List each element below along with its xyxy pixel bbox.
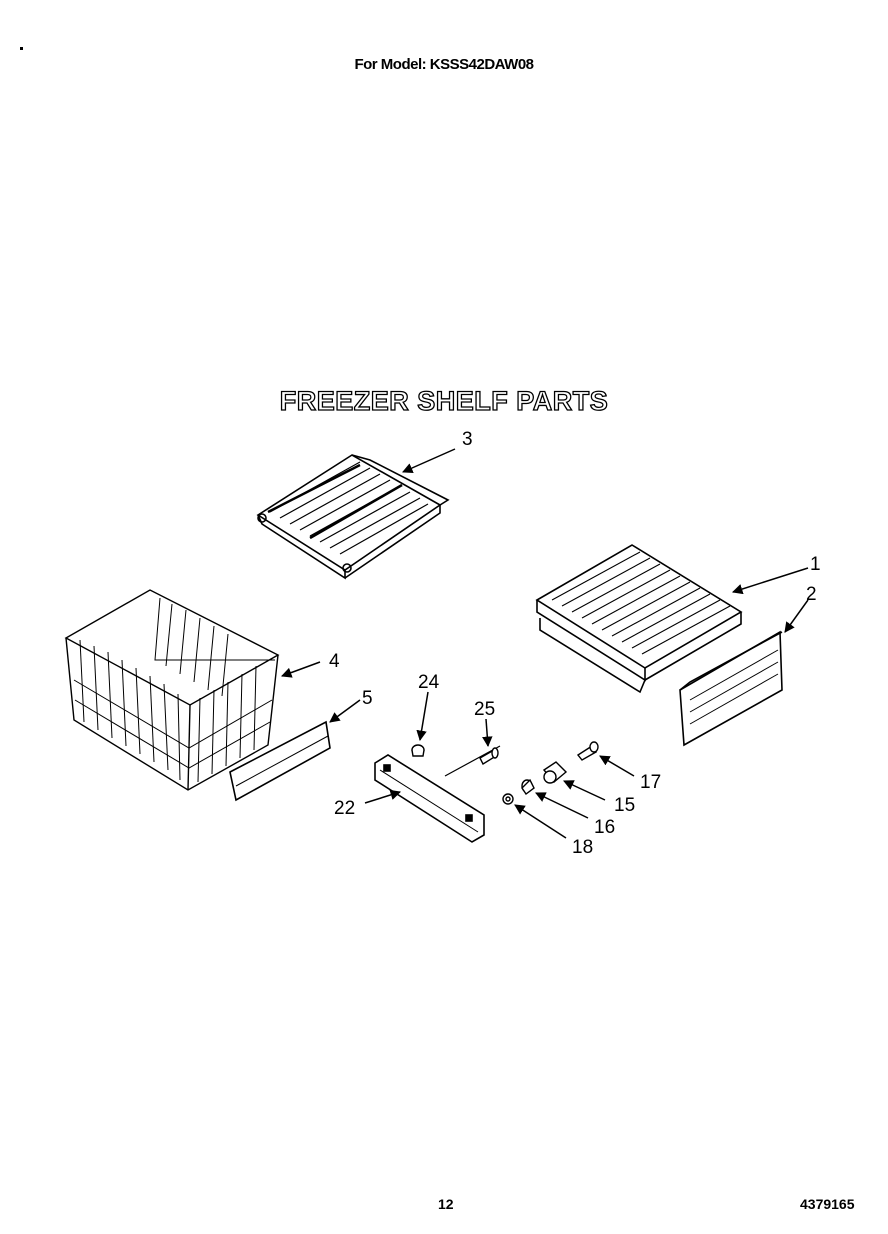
- bushing-part-15: [542, 761, 568, 784]
- callout-15: 15: [614, 795, 635, 816]
- diagram-title: FREEZER SHELF PARTS: [279, 385, 609, 416]
- leader-17: [599, 755, 635, 777]
- callout-18: 18: [572, 837, 593, 858]
- leader-24: [416, 691, 429, 742]
- rail-part: [374, 745, 501, 843]
- model-label: For Model: KSSS42DAW08: [354, 56, 534, 73]
- screw-part-25: [479, 747, 499, 765]
- spacer-part-16: [521, 778, 535, 796]
- leader-3: [402, 448, 456, 473]
- freezer-shelf-part: [535, 544, 743, 694]
- leader-4: [281, 661, 321, 678]
- screw-part-17: [576, 741, 599, 761]
- callout-5: 5: [362, 688, 373, 709]
- callout-22: 22: [334, 798, 355, 819]
- page-number: 12: [438, 1196, 454, 1212]
- wire-basket-part: [64, 589, 280, 791]
- wire-shelf-part: [256, 454, 450, 580]
- cap-part: [411, 744, 425, 757]
- leader-5: [329, 699, 361, 723]
- leader-16: [535, 792, 589, 819]
- callout-2: 2: [806, 584, 817, 605]
- callout-24: 24: [418, 672, 440, 693]
- leader-1: [731, 567, 809, 595]
- callout-3: 3: [462, 429, 473, 450]
- leader-22: [364, 789, 402, 804]
- shelf-trim-part: [679, 630, 783, 747]
- callout-16: 16: [594, 817, 615, 838]
- callout-4: 4: [329, 651, 340, 672]
- document-number: 4379165: [800, 1196, 855, 1212]
- corner-mark: [20, 47, 23, 50]
- leader-25: [482, 718, 493, 748]
- callout-17: 17: [640, 772, 661, 793]
- callout-25: 25: [474, 699, 495, 720]
- leader-18: [514, 804, 567, 839]
- leader-15: [563, 780, 606, 801]
- washer-part-18: [502, 793, 514, 805]
- callout-1: 1: [810, 554, 821, 575]
- leader-2: [784, 599, 809, 633]
- basket-trim-part: [229, 720, 331, 802]
